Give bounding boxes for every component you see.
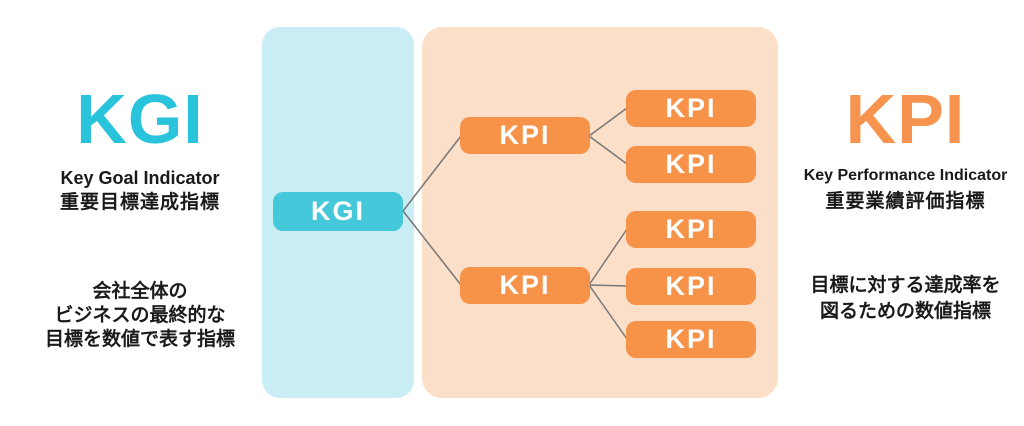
kgi-text-block: KGI (25, 84, 255, 154)
kpi-node-level2: KPI (626, 268, 756, 305)
kgi-subtitle-block: Key Goal Indicator 重要目標達成指標 (25, 0, 255, 426)
kgi-description-line: 目標を数値で表す指標 (44, 329, 235, 350)
kpi-subtitle-en: Key Performance Indicator (803, 167, 1008, 184)
kgi-description-line: 会社全体の (92, 281, 188, 302)
kpi-node-level1: KPI (460, 117, 590, 154)
kgi-description: 会社全体の ビジネスの最終的な 目標を数値で表す指標 (25, 280, 255, 352)
kgi-title: KGI (76, 80, 204, 158)
kpi-node-level2: KPI (626, 146, 756, 183)
kgi-subtitle-en: Key Goal Indicator (60, 168, 220, 188)
kpi-description: 目標に対する達成率を 図るための数値指標 (798, 273, 1013, 325)
kgi-root-node: KGI (273, 192, 403, 231)
kpi-node-level2: KPI (626, 90, 756, 127)
kgi-subtitle-jp: 重要目標達成指標 (59, 192, 220, 213)
kpi-text-block: KPI (798, 84, 1013, 154)
kpi-description-line: 図るための数値指標 (819, 301, 991, 322)
kpi-subtitle-jp: 重要業績評価指標 (825, 191, 986, 212)
kpi-node-level1: KPI (460, 267, 590, 304)
kpi-node-level2: KPI (626, 211, 756, 248)
kpi-description-line: 目標に対する達成率を (810, 275, 1001, 296)
kpi-title: KPI (845, 80, 966, 158)
kpi-subtitle-block: Key Performance Indicator 重要業績評価指標 (798, 0, 1013, 426)
kpi-node-level2: KPI (626, 321, 756, 358)
kgi-description-line: ビジネスの最終的な (54, 305, 226, 326)
